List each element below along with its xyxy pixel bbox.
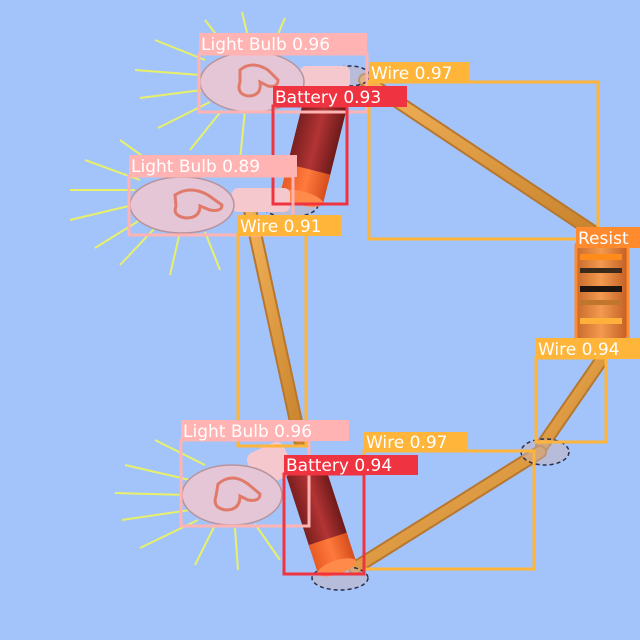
tag-wire-right xyxy=(536,338,640,359)
tag-resistor xyxy=(576,227,640,248)
label-resistor: Resist xyxy=(578,229,629,249)
label-wire-left: Wire 0.91 xyxy=(240,217,322,237)
tag-bulb-top xyxy=(199,33,367,55)
label-bulb-middle: Light Bulb 0.89 xyxy=(131,157,260,177)
tag-bulb-middle xyxy=(129,155,297,177)
tag-bulb-bottom xyxy=(181,420,349,441)
label-battery-top: Battery 0.93 xyxy=(275,88,381,108)
label-bulb-top: Light Bulb 0.96 xyxy=(201,35,330,55)
bulb-bottom-component xyxy=(181,441,294,526)
label-wire-top-right: Wire 0.97 xyxy=(371,64,453,84)
label-wire-right: Wire 0.94 xyxy=(538,340,620,360)
tag-wire-bottom xyxy=(364,432,468,452)
tag-battery-bottom xyxy=(284,455,418,475)
bulb-middle-component xyxy=(129,176,290,234)
box-wire-top-right xyxy=(367,80,600,241)
label-wire-bottom: Wire 0.97 xyxy=(366,433,448,453)
label-bulb-bottom: Light Bulb 0.96 xyxy=(183,422,312,442)
tag-wire-left xyxy=(238,215,341,236)
resistor-component xyxy=(575,240,627,340)
detection-labels: Light Bulb 0.96 Wire 0.97 Battery 0.93 L… xyxy=(129,33,640,476)
label-battery-bottom: Battery 0.94 xyxy=(286,456,392,476)
tag-battery-top xyxy=(273,86,407,107)
battery-bottom-component xyxy=(283,456,357,577)
tag-wire-top-right xyxy=(369,62,470,83)
